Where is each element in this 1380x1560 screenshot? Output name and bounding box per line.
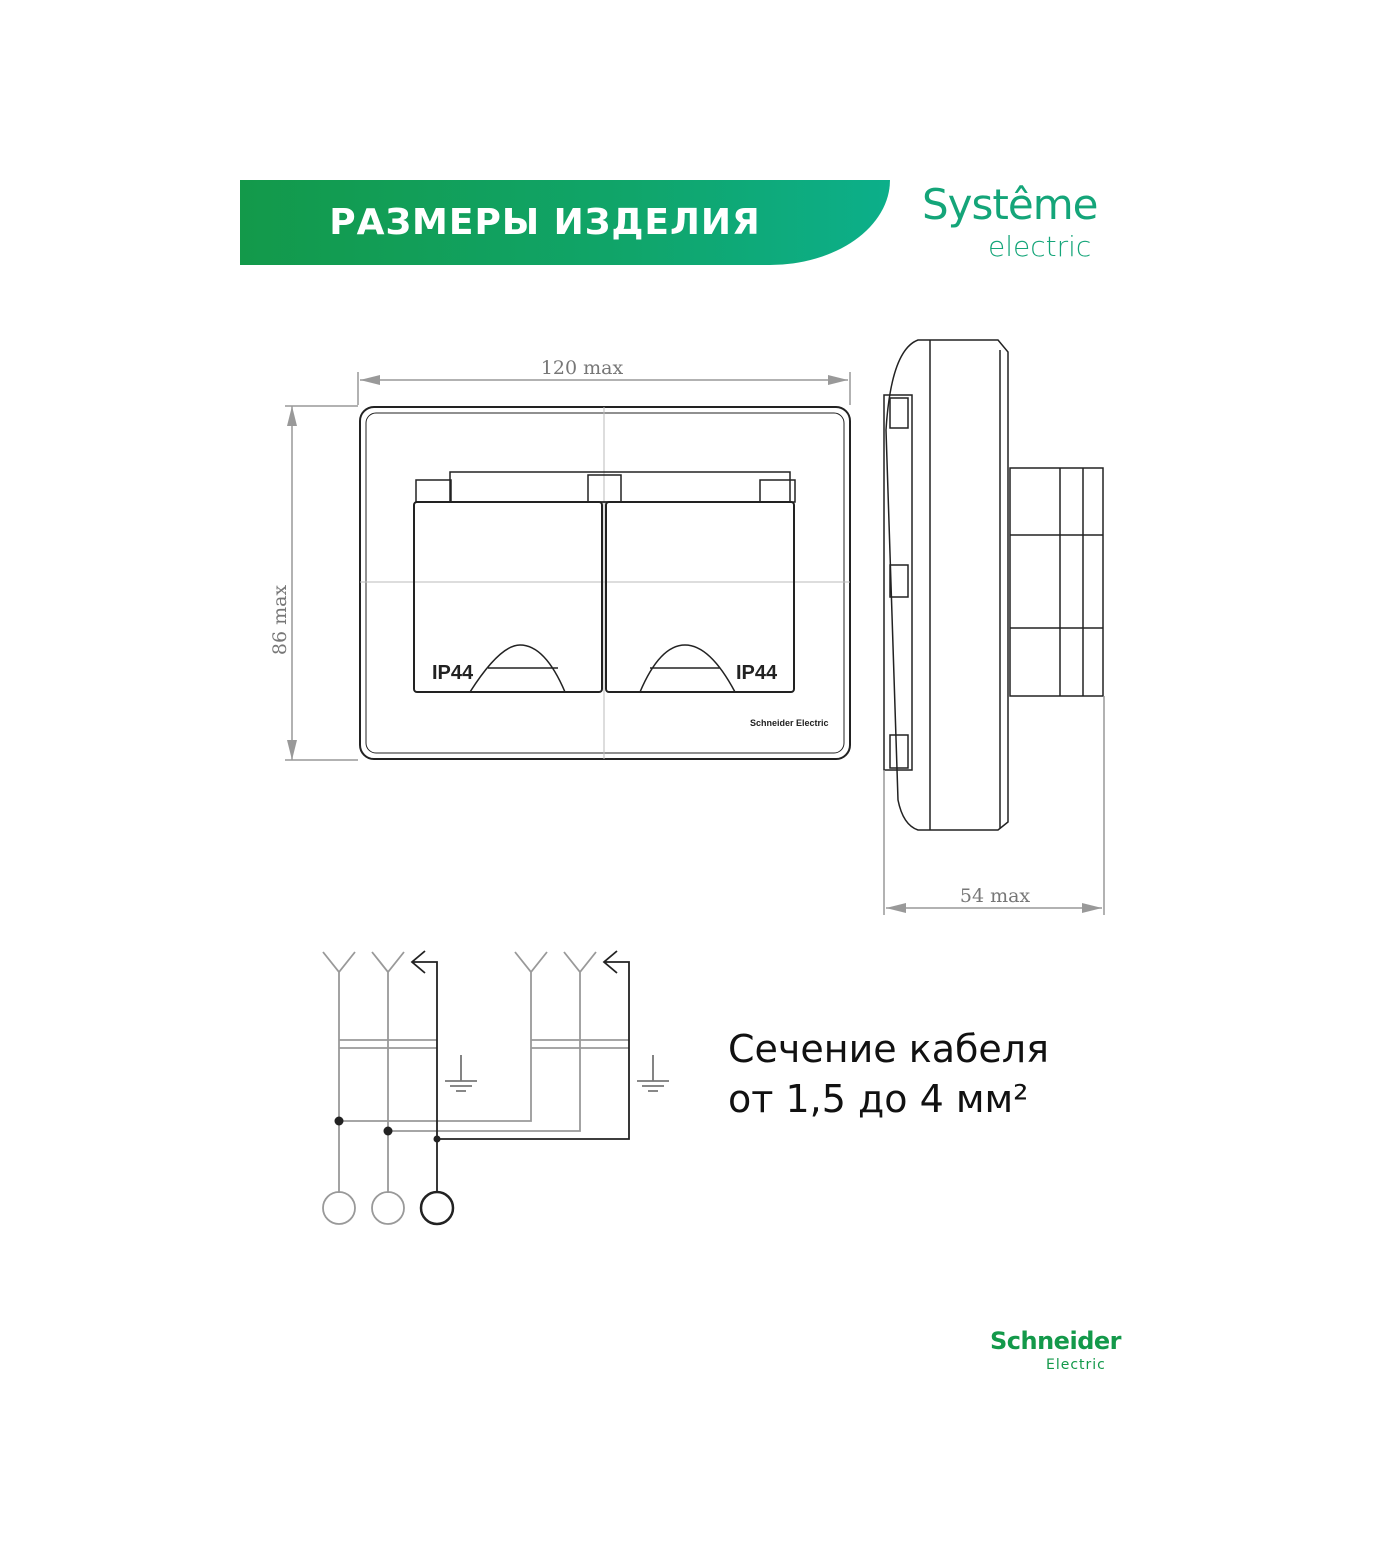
schneider-logo-line2: Electric bbox=[1046, 1357, 1106, 1373]
cable-text-line1: Сечение кабеля bbox=[728, 1027, 1049, 1071]
header-banner: РАЗМЕРЫ ИЗДЕЛИЯ bbox=[240, 180, 890, 265]
front-view: 120 max 86 max IP44 IP44 Schneider Elect… bbox=[269, 357, 851, 761]
ip44-label-left: IP44 bbox=[432, 662, 474, 684]
width-label: 120 max bbox=[541, 357, 624, 379]
systeme-logo-line2: electric bbox=[988, 230, 1092, 263]
wiring-diagram bbox=[322, 950, 669, 1226]
systeme-electric-logo: Systême electric bbox=[922, 180, 1098, 264]
systeme-logo-line1: Systême bbox=[922, 180, 1098, 229]
cable-text-line2: от 1,5 до 4 мм² bbox=[728, 1077, 1029, 1121]
cable-section-text: Сечение кабеля от 1,5 до 4 мм² bbox=[728, 1024, 1049, 1124]
ip44-label-right: IP44 bbox=[736, 662, 778, 684]
height-label: 86 max bbox=[269, 585, 291, 656]
depth-label: 54 max bbox=[960, 885, 1031, 907]
page-title: РАЗМЕРЫ ИЗДЕЛИЯ bbox=[329, 202, 761, 243]
side-view: 54 max bbox=[883, 339, 1105, 915]
plate-brand-mark: Schneider Electric bbox=[750, 718, 829, 728]
schneider-logo-line1: Schneider bbox=[990, 1327, 1121, 1355]
schneider-electric-logo: Schneider Electric bbox=[990, 1326, 1121, 1374]
